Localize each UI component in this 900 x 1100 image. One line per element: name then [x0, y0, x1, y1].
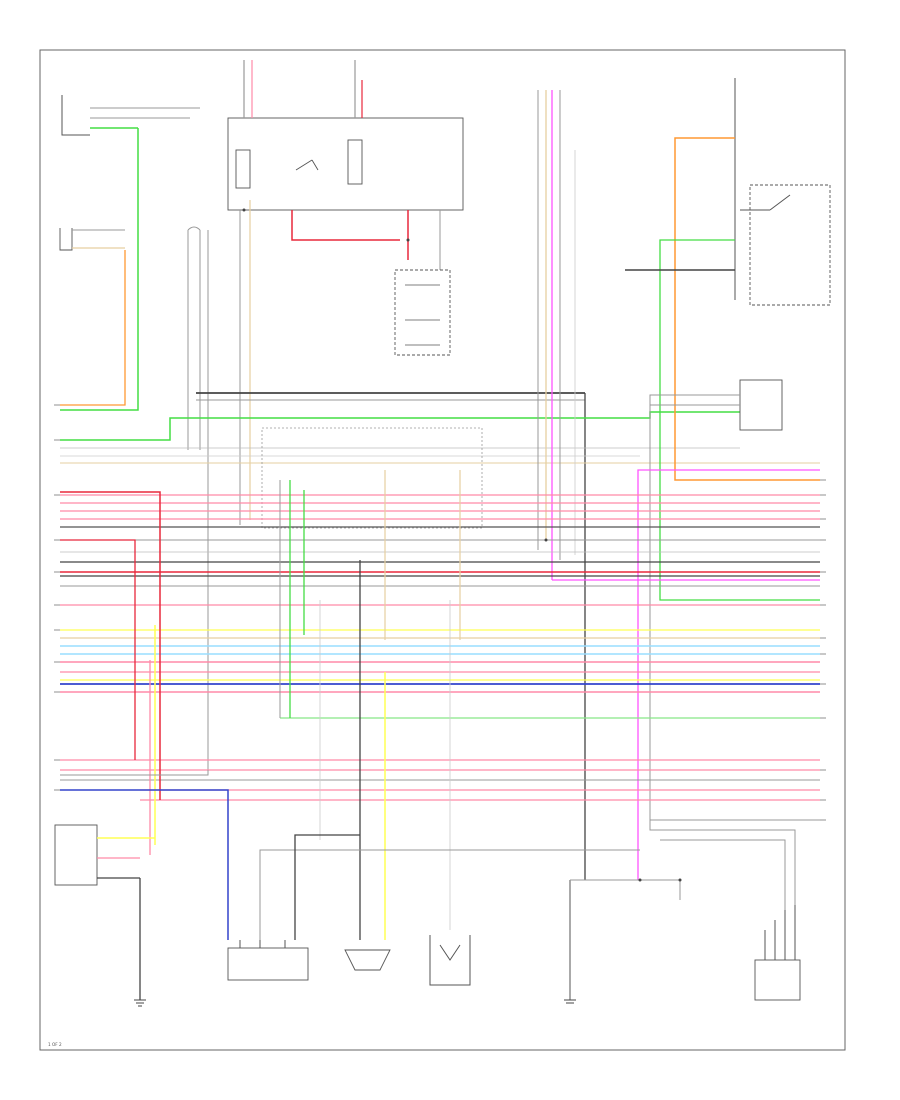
- gray-wire-lower-left: [60, 770, 209, 776]
- ground-symbol-left: [134, 999, 146, 1007]
- dotted-module-box: [261, 427, 483, 529]
- green-wire-mid: [60, 411, 740, 441]
- connector-block-center: [394, 269, 451, 356]
- relay-coil-2: [347, 139, 363, 185]
- relay-coil: [235, 149, 251, 189]
- gray-wire-right-bottom: [649, 820, 796, 905]
- top-left-sensor: [61, 95, 200, 136]
- lower-left-module: [54, 824, 140, 886]
- dark-wire-tps: [294, 834, 360, 940]
- blue-wire-lower: [60, 789, 229, 940]
- left-temp-sensor: [59, 228, 125, 251]
- throttle-position-sensor: [227, 940, 309, 981]
- relay-switch: [295, 159, 319, 171]
- main-relay-box: [227, 60, 464, 211]
- gray-wire-tps: [259, 849, 640, 940]
- diagram-frame: [39, 49, 846, 1051]
- page-number: 1 OF 2: [48, 1042, 62, 1047]
- magenta-wire-right-long: [637, 469, 820, 880]
- gray-wire-bottom-mid: [570, 879, 681, 900]
- horizontal-wire-band: [60, 494, 820, 801]
- gray-wire-right-bottom-2: [660, 839, 786, 910]
- red-wire-left-vertical: [60, 491, 161, 800]
- green-wire-left: [60, 128, 139, 411]
- map-sensor: [344, 949, 391, 971]
- orange-wire-left: [60, 250, 126, 406]
- orange-wire-right: [674, 137, 820, 481]
- splice-dots: [242, 208, 682, 882]
- gray-wire-fuel-sensor: [649, 394, 820, 821]
- red-wire-relay-out: [291, 210, 400, 241]
- coolant-temp-switch: [429, 935, 471, 986]
- harness-top-curve: [187, 226, 201, 231]
- left-edge-connector-ticks: [54, 404, 60, 791]
- right-edge-connector-ticks: [820, 479, 826, 821]
- fuel-pump-relay: [734, 78, 831, 306]
- bottom-mid-ground-component: [564, 880, 576, 1004]
- right-bottom-connector: [754, 905, 801, 1001]
- harness-vertical-left: [187, 230, 209, 770]
- pink-wire-left-vertical: [60, 539, 136, 760]
- fuel-tank-sensor-box: [739, 379, 783, 431]
- green-wire-right: [659, 239, 820, 601]
